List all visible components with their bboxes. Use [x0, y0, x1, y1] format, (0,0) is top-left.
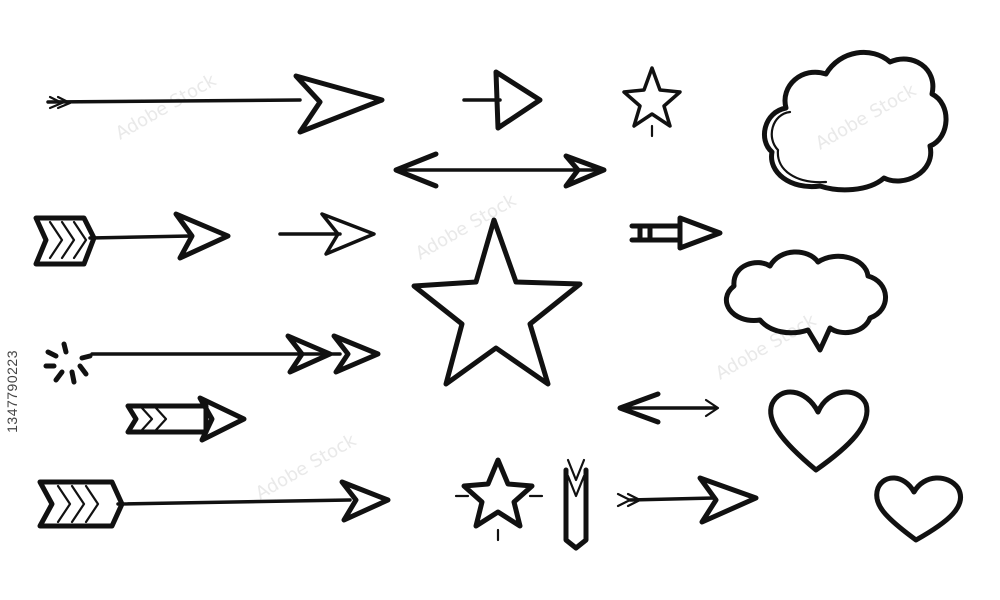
heart-small-icon [874, 475, 964, 543]
sparkle-star-icon [454, 457, 544, 542]
vertical-arrow-icon [563, 458, 589, 551]
heart-large-icon [768, 389, 870, 473]
long-feathered-arrow-icon [37, 479, 391, 529]
watermark-text: Adobe Stock [712, 310, 820, 385]
burst-double-arrow-icon [43, 333, 381, 385]
speech-cloud-icon [724, 249, 888, 353]
watermark-text: Adobe Stock [112, 70, 220, 145]
double-headed-arrow-icon [393, 151, 607, 189]
short-arrow-icon [278, 212, 376, 256]
feathered-arrow-icon [33, 211, 231, 267]
small-triangle-arrow-icon [462, 69, 543, 131]
big-star-icon [411, 217, 583, 387]
tiny-star-icon [622, 66, 682, 138]
watermark-layer: Adobe Stock Adobe Stock Adobe Stock Adob… [112, 70, 920, 505]
fletched-arrow-right-icon [616, 475, 759, 525]
watermark-text: Adobe Stock [252, 430, 360, 505]
watermark-text: Adobe Stock [812, 80, 920, 155]
long-arrow-icon [46, 73, 385, 135]
short-fletched-arrow-icon [125, 395, 247, 443]
left-arrow-icon [617, 391, 720, 425]
small-dart-arrow-icon [629, 215, 723, 251]
large-cloud-icon [762, 49, 949, 193]
stock-id-label: 1347790223 [4, 350, 20, 433]
